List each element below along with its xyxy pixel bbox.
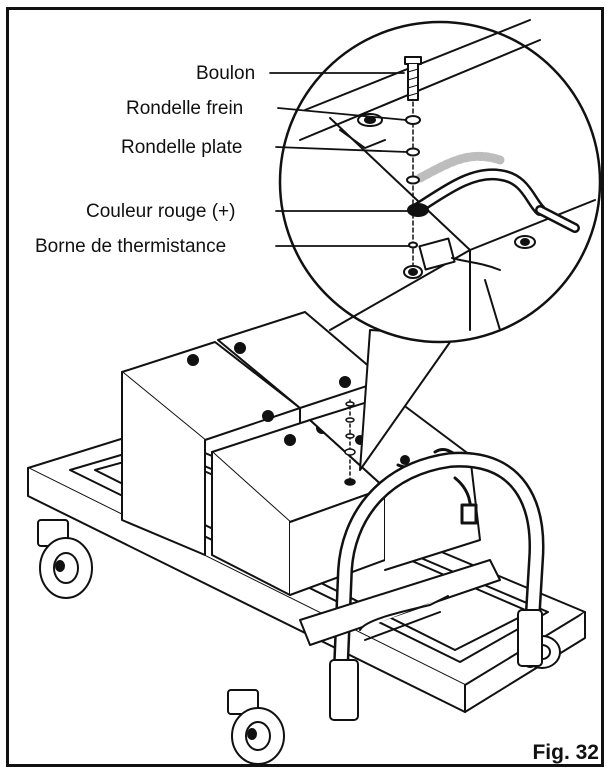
red-lug-part xyxy=(407,203,429,217)
wheel-rear-left xyxy=(227,689,285,765)
lock-washer-part xyxy=(405,115,421,125)
thermistor-terminal-part xyxy=(408,241,418,249)
label-thermistor-terminal: Borne de thermistance xyxy=(35,236,227,257)
flat-washer-part xyxy=(406,147,420,157)
bolt-part xyxy=(404,56,422,101)
figure-caption: Fig. 32 xyxy=(532,741,599,764)
label-flat-washer: Rondelle plate xyxy=(121,137,243,158)
bolt-stack-parts xyxy=(344,401,356,486)
label-lock-washer: Rondelle frein xyxy=(126,98,244,119)
magnified-bolt-parts xyxy=(403,56,429,279)
magnifier-callout xyxy=(278,20,602,471)
front-rail xyxy=(299,559,501,646)
label-red-color: Couleur rouge (+) xyxy=(86,201,236,222)
leader-lines xyxy=(269,72,410,247)
label-bolt: Boulon xyxy=(196,63,256,84)
cart-handle xyxy=(329,451,545,721)
battery-back-left xyxy=(121,341,301,556)
wheel-front-left xyxy=(37,519,93,599)
